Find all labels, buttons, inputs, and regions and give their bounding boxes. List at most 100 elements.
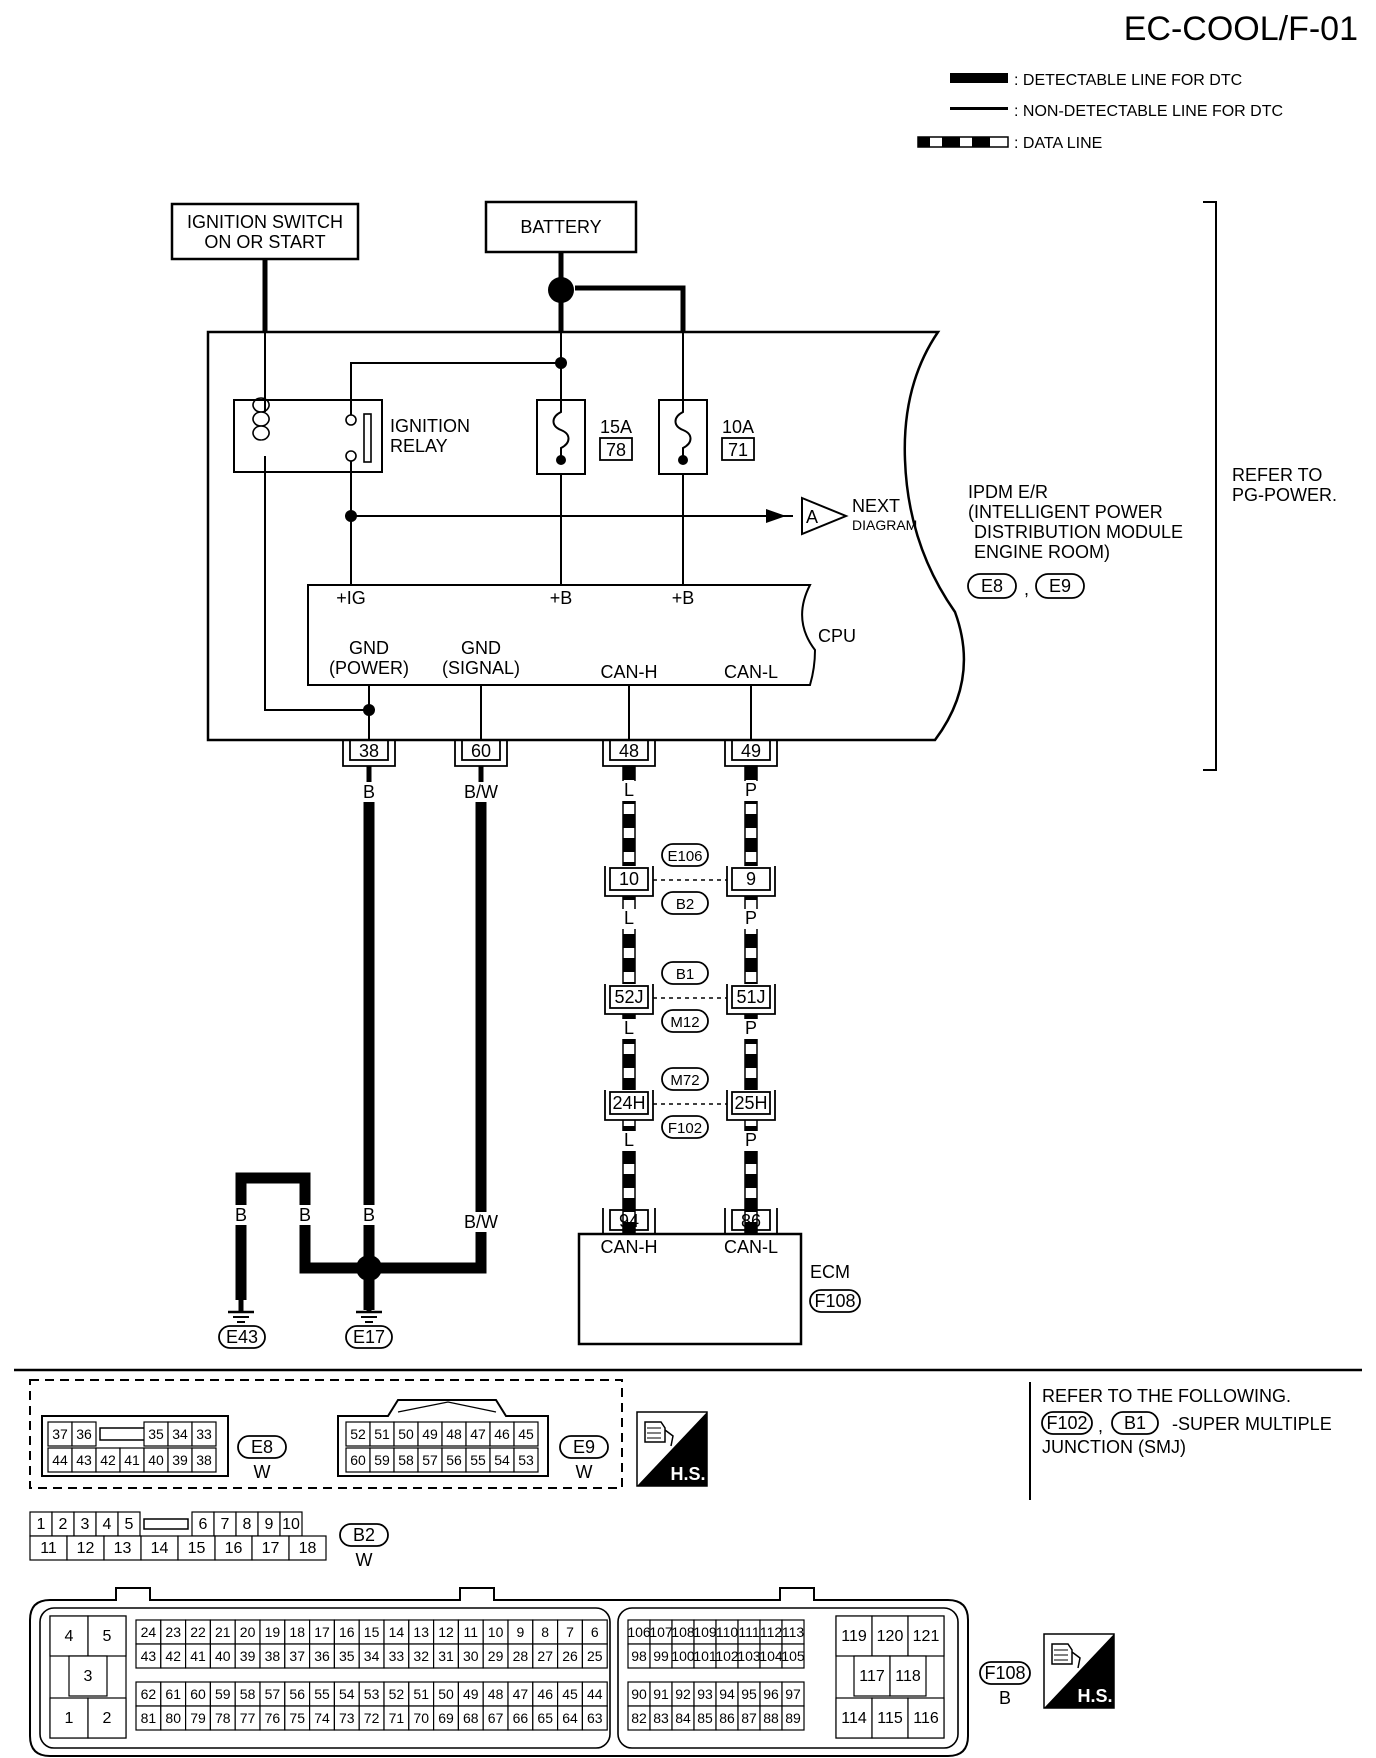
f108-pin-56: 56 — [289, 1686, 305, 1702]
e9-pin-47: 47 — [470, 1426, 486, 1442]
e9-pin-56: 56 — [446, 1452, 462, 1468]
f108-pin-96: 96 — [763, 1686, 779, 1702]
f108-pin-7: 7 — [566, 1624, 574, 1640]
ecm-can-h: CAN-H — [601, 1237, 658, 1257]
junction-conn-bottom: B2 — [676, 896, 694, 913]
cpu-b2: +B — [672, 588, 695, 608]
fuse2-number-box — [721, 437, 755, 461]
f108-pin-41: 41 — [190, 1648, 206, 1664]
ecm-box — [577, 1232, 803, 1346]
e9-pin-58-cell — [393, 1447, 419, 1473]
refer-conn2-oval — [1111, 1411, 1159, 1435]
f108-pin-91: 91 — [653, 1686, 669, 1702]
e8-name: E8 — [251, 1437, 273, 1457]
f108-pin-107: 107 — [649, 1624, 673, 1640]
refer-to-l1: REFER TO — [1232, 465, 1322, 485]
b2-pin-1: 1 — [37, 1516, 46, 1533]
f108-pin-89: 89 — [785, 1710, 801, 1726]
e8-pin-39: 39 — [172, 1452, 188, 1468]
wire-p: P — [745, 780, 757, 800]
f108-pin-16: 16 — [339, 1624, 355, 1640]
f108-pin-115: 115 — [877, 1710, 903, 1727]
b2-pin-18-cell — [288, 1535, 327, 1561]
junction-conn-bottom: M12 — [670, 1014, 699, 1031]
e9-pin-60-cell — [345, 1447, 371, 1473]
f108-pin-71: 71 — [389, 1710, 405, 1726]
junction-pin-right: 51J — [736, 987, 765, 1007]
f108-pin-116: 116 — [913, 1710, 939, 1727]
legend: : DETECTABLE LINE FOR DTC : NON-DETECTAB… — [917, 72, 1283, 152]
ipdm-name-l2: (INTELLIGENT POWER — [968, 502, 1163, 522]
f108-pin-55-cell — [309, 1681, 336, 1707]
f108-pin-66: 66 — [513, 1710, 529, 1726]
wire-bw-e17: B/W — [464, 1212, 498, 1232]
f108-pin-113: 113 — [782, 1624, 805, 1640]
e8-pin-34: 34 — [172, 1426, 188, 1442]
f108-pin-58-cell — [234, 1681, 261, 1707]
f108-pin-39: 39 — [240, 1648, 256, 1664]
e8-pin-40-cell — [143, 1447, 169, 1473]
f108-color: B — [999, 1688, 1011, 1708]
f108-pin-120-cell — [871, 1615, 909, 1657]
ipdm-conn-e9: E9 — [1049, 576, 1071, 596]
f108-pin-50: 50 — [438, 1686, 454, 1702]
f108-pin-3-cell — [68, 1655, 108, 1697]
e9-pin-47-cell — [465, 1421, 491, 1447]
f108-pin-12: 12 — [438, 1624, 454, 1640]
next-diagram-l1: NEXT — [852, 496, 900, 516]
e9-pin-48: 48 — [446, 1426, 462, 1442]
f108-pin-64: 64 — [562, 1710, 578, 1726]
f108-pin-10: 10 — [488, 1624, 504, 1640]
e8-pin-38-cell — [191, 1447, 217, 1473]
refer-conn1-oval — [1041, 1411, 1093, 1435]
f108-pin-41-cell — [185, 1643, 212, 1669]
b2-pin-11: 11 — [40, 1540, 57, 1557]
wire-l: L — [624, 1130, 634, 1150]
junction-pin-right: 25H — [734, 1093, 767, 1113]
ignition-switch-l2: ON OR START — [204, 232, 325, 252]
f108-pin-22: 22 — [190, 1624, 206, 1640]
b2-name: B2 — [353, 1525, 375, 1545]
f108-pin-2-cell — [87, 1697, 127, 1739]
cpu-can-l: CAN-L — [724, 662, 778, 682]
e9-name: E9 — [573, 1437, 595, 1457]
ecm-conn-oval — [809, 1289, 861, 1313]
e9-pin-51-cell — [369, 1421, 395, 1447]
f108-pin-67: 67 — [488, 1710, 504, 1726]
wire-l: L — [624, 780, 634, 800]
e9-pin-46-cell — [489, 1421, 515, 1447]
terminal-49: 49 — [741, 741, 761, 761]
f108-pin-14: 14 — [389, 1624, 405, 1640]
junction-conn-bottom: F102 — [668, 1120, 702, 1137]
splice-gnd — [363, 704, 375, 716]
f108-pin-7-cell — [556, 1619, 583, 1645]
e9-pin-54: 54 — [494, 1452, 510, 1468]
f108-pin-83: 83 — [653, 1710, 669, 1726]
f108-pin-92: 92 — [675, 1686, 691, 1702]
f108-pin-76-cell — [259, 1705, 286, 1731]
hs-label-1: H.S. — [670, 1464, 705, 1484]
terminal-48: 48 — [619, 741, 639, 761]
f108-pin-39-cell — [234, 1643, 261, 1669]
e9-pin-52-cell — [345, 1421, 371, 1447]
f108-pin-68: 68 — [463, 1710, 479, 1726]
f108-pin-118-cell — [889, 1655, 927, 1697]
junction-pin-left: 24H — [612, 1093, 645, 1113]
f108-pin-30-cell — [457, 1643, 484, 1669]
refer-conn2: B1 — [1124, 1413, 1146, 1433]
splice-ig — [345, 510, 357, 522]
f108-pin-78-cell — [209, 1705, 236, 1731]
e9-pin-58: 58 — [398, 1452, 414, 1468]
cpu-gnd-signal-l2: (SIGNAL) — [442, 658, 520, 678]
f108-pin-81: 81 — [141, 1710, 157, 1726]
f108-pin-72: 72 — [364, 1710, 380, 1726]
ecm-pin-86: 86 — [741, 1211, 761, 1231]
e8-pin-33-cell — [191, 1421, 217, 1447]
f108-pin-82: 82 — [631, 1710, 647, 1726]
junction-conn-top: M72 — [670, 1072, 699, 1089]
f108-pin-80-cell — [160, 1705, 187, 1731]
f108-pin-85: 85 — [697, 1710, 713, 1726]
f108-pin-49-cell — [457, 1681, 484, 1707]
